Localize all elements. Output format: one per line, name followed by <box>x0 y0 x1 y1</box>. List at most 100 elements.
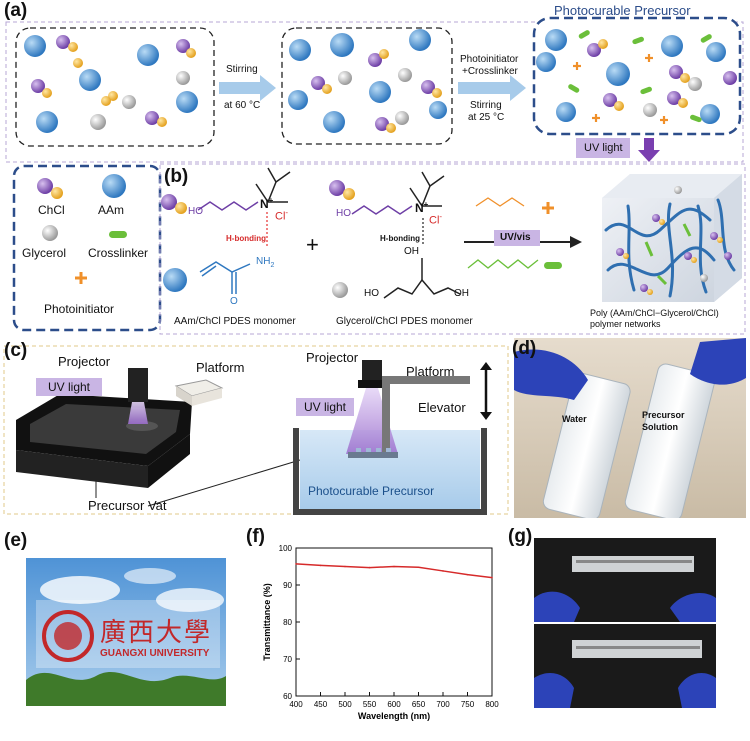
precursor-d-label2: Solution <box>642 422 678 432</box>
panel-e: (e) 廣西大學 GUANGXI UNIVERSITY <box>0 530 236 708</box>
x-axis-label: Wavelength (nm) <box>358 711 430 721</box>
cl-sup-2: - <box>439 212 443 221</box>
panel-a-label: (a) <box>4 0 28 21</box>
transmittance-chart: 400 450 500 550 600 650 700 750 800 60 70 80 90 100Wa… <box>262 544 499 721</box>
arrow2-label3: Stirring <box>470 100 502 111</box>
arrow1-label1: Stirring <box>226 64 258 75</box>
plot-frame <box>295 547 493 697</box>
panel-c-label: (c) <box>4 340 28 361</box>
panel-f-label: (f) <box>246 526 265 547</box>
cl-text-1: Cl <box>275 210 286 223</box>
panel-e-label: (e) <box>4 530 28 551</box>
y-tick-label: 70 <box>283 655 292 664</box>
legend-crosslinker: Crosslinker <box>88 246 149 260</box>
x-tick-label: 650 <box>412 700 426 709</box>
x-tick-label: 700 <box>436 700 450 709</box>
legend-box: ChCl AAm Glycerol Crosslinker Photoiniti… <box>0 160 170 340</box>
arrow2-label4: at 25 °C <box>468 112 505 123</box>
x-tick-label: 400 <box>289 700 303 709</box>
legend-aam: AAm <box>98 203 125 217</box>
arrow2-label1: Photoinitiator <box>460 54 519 65</box>
platform2-label: Platform <box>406 364 455 379</box>
molecules-box1 <box>24 35 198 133</box>
product-label1: Poly (AAm/ChCl−Glycerol/ChCl) <box>590 308 719 318</box>
nh2-label: NH2 <box>256 256 274 269</box>
series-point <box>417 566 420 569</box>
ho-label-2: HO <box>336 208 351 219</box>
panel-e-photo <box>26 558 226 706</box>
x-tick-label: 800 <box>485 700 499 709</box>
panel-b-svg <box>159 163 746 335</box>
y-tick-label: 80 <box>283 618 292 627</box>
molecules-box3 <box>536 29 737 124</box>
plus-sign: + <box>306 232 319 257</box>
precursor-c-label: Photocurable Precursor <box>308 484 435 498</box>
n-sup-1: + <box>268 196 274 205</box>
elevator-label: Elevator <box>418 400 466 415</box>
oh-label-2: OH <box>454 288 469 299</box>
hbond-label-2: H-bonding <box>380 234 420 243</box>
monomer1-label: AAm/ChCl PDES monomer <box>174 316 296 327</box>
legend-glycerol: Glycerol <box>22 246 67 260</box>
x-tick-label: 550 <box>363 700 377 709</box>
projector2-label: Projector <box>306 350 359 365</box>
uv-light-label: UV light <box>584 142 623 154</box>
molecules-box2 <box>288 29 447 133</box>
projector-label: Projector <box>58 354 111 369</box>
legend-svg <box>12 164 162 332</box>
cl-label-2: Cl- <box>429 212 442 227</box>
x-tick-label: 500 <box>338 700 352 709</box>
x-tick-label: 750 <box>461 700 475 709</box>
series-point <box>368 566 371 569</box>
panel-g: (g) <box>508 526 750 708</box>
series-point <box>442 570 444 572</box>
y-tick-label: 90 <box>283 581 292 590</box>
ho-label-3: HO <box>364 288 379 299</box>
precursor-d-label1: Precursor <box>642 410 685 420</box>
n-label-1: N+ <box>260 196 273 211</box>
series-point <box>319 564 322 567</box>
ho-label-1: HO <box>188 206 203 217</box>
uv-vis-label: UV/vis <box>500 232 531 243</box>
panel-b: (b) HO N+ Cl- H-bonding NH2 O + HO N+ Cl… <box>158 160 750 340</box>
uv-light2-label: UV light <box>296 398 354 416</box>
x-tick-label: 450 <box>314 700 328 709</box>
y-tick-label: 60 <box>283 692 292 701</box>
panel-d-label: (d) <box>512 338 537 359</box>
panel-d-photo <box>514 338 746 521</box>
nh2-text: NH <box>256 256 271 267</box>
panel-g-label: (g) <box>508 526 533 547</box>
y-tick-label: 100 <box>279 544 293 553</box>
hbond-label-1: H-bonding <box>226 234 266 243</box>
arrow2-label2: +Crosslinker <box>462 66 518 77</box>
panel-f: (f) 400 450 500 550 600 650 700 750 800 60 70 80 90 1… <box>246 526 508 736</box>
precursor-title: Photocurable Precursor <box>554 3 691 18</box>
cl-label-1: Cl- <box>275 208 288 223</box>
x-tick-label: 600 <box>387 700 401 709</box>
series-point <box>466 573 469 576</box>
platform-label: Platform <box>196 360 245 375</box>
legend-photoinitiator: Photoinitiator <box>44 302 115 316</box>
panel-c: (c) Projector UV light Platform Precurso… <box>0 340 510 520</box>
product-label2: polymer networks <box>590 319 661 329</box>
uv-light-c-label: UV light <box>36 378 102 396</box>
oh-label-1: OH <box>404 246 419 257</box>
n-text-1: N <box>260 197 269 211</box>
series-point <box>295 563 297 565</box>
n-text-2: N <box>415 201 424 215</box>
panel-a: (a) Stirring at 60 °C Photoinitiator +Cr… <box>0 0 750 163</box>
arrow1-label2: at 60 °C <box>224 100 261 111</box>
chinese-name: 廣西大學 <box>100 618 213 648</box>
panel-d: (d) Water Precursor Solution <box>512 338 746 521</box>
cl-sup-1: - <box>285 208 289 217</box>
n-sup-2: + <box>423 200 429 209</box>
university-name: GUANGXI UNIVERSITY <box>100 648 210 659</box>
panel-c-svg <box>3 345 509 515</box>
series-point <box>393 565 395 568</box>
legend-chcl: ChCl <box>38 203 65 217</box>
y-axis-label: Transmittance (%) <box>262 583 272 661</box>
monomer2-label: Glycerol/ChCl PDES monomer <box>336 316 473 327</box>
water-label: Water <box>562 414 587 424</box>
panel-a-svg <box>5 16 744 163</box>
cl-text-2: Cl <box>429 214 440 227</box>
